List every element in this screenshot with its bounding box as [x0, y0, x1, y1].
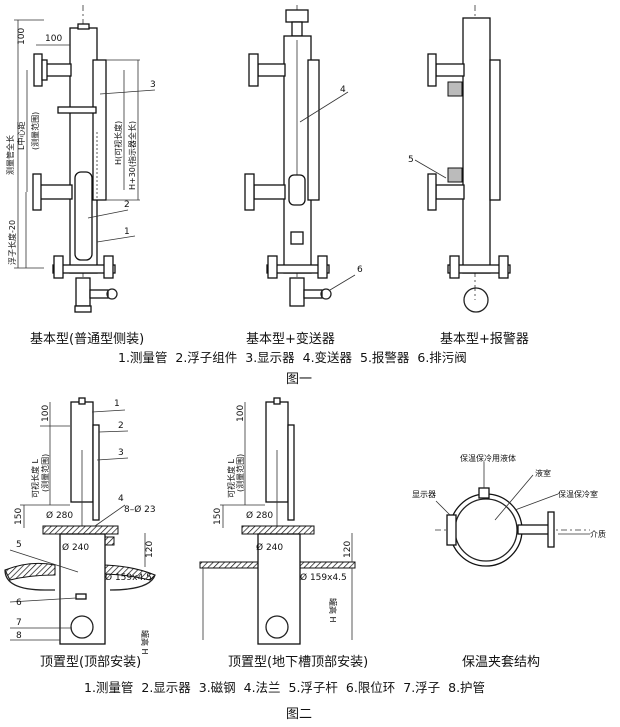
insulation-jacket-drawing: 显示器 保温保冷用液体 液室 保温保冷室 介质 — [412, 453, 606, 567]
callout-8: 8 — [16, 631, 22, 641]
caption-basic-side: 基本型(普通型侧装) — [30, 332, 144, 347]
dim-phi240-b: Ø 240 — [256, 542, 283, 553]
caption-underground-top-mount: 顶置型(地下槽顶部安装) — [228, 655, 368, 670]
label-chamber: 液室 — [535, 468, 551, 478]
dim-range: (测量范围) — [30, 112, 40, 150]
basic-with-transmitter-drawing: 4 6 — [244, 5, 363, 307]
caption-basic-transmitter: 基本型+变送器 — [246, 331, 335, 347]
underground-top-mount-drawing: 100 可视长度 L (测量范围) 150 Ø 280 Ø 240 120 Ø … — [199, 397, 356, 645]
callout-1: 1 — [114, 399, 120, 409]
label-medium: 介质 — [590, 529, 606, 539]
dim-phi240: Ø 240 — [62, 542, 89, 553]
dim-phi280-b: Ø 280 — [246, 510, 273, 521]
dim-visible-L: 可视长度 L — [30, 458, 40, 498]
callout-3: 3 — [150, 80, 156, 90]
caption-jacket: 保温夹套结构 — [462, 654, 540, 670]
label-fluid: 保温保冷用液体 — [460, 453, 516, 463]
callout-3: 3 — [118, 448, 124, 458]
callout-5: 5 — [16, 540, 22, 550]
callout-4: 4 — [118, 494, 124, 504]
dim-120-b: 120 — [343, 541, 353, 558]
dim-tank-H: 罐高 H — [140, 630, 150, 655]
dim-indicator-length: H+30(指示器全长) — [127, 121, 137, 190]
basic-with-alarm-drawing: 5 — [408, 5, 511, 313]
dim-100-vertical: 100 — [17, 28, 27, 45]
dim-100: 100 — [41, 405, 51, 422]
top-mount-drawing: 100 可视长度 L (测量范围) 150 Ø 280 8–Ø 23 Ø 240… — [4, 397, 156, 655]
dim-float-length: 浮子长度-20 — [7, 220, 17, 265]
dim-center-distance: L中心距 — [16, 122, 26, 150]
dim-pipe-b: Ø 159x4.5 — [300, 572, 347, 583]
dim-tank-H-b: 罐高 H — [328, 598, 338, 623]
basic-side-mount-drawing: 100 100 测量管全长 L中心距 (测量范围) H(可视长度) H+30(指… — [5, 5, 156, 313]
dim-150-b: 150 — [213, 508, 223, 525]
dim-pipe: Ø 159x4.5 — [105, 572, 152, 583]
figure1-legend: 1.测量管 2.浮子组件 3.显示器 4.变送器 5.报警器 6.排污阀 — [118, 350, 467, 365]
callout-7: 7 — [16, 618, 22, 628]
dim-visible-length: H(可视长度) — [113, 121, 123, 165]
callout-5: 5 — [408, 155, 414, 165]
callout-1: 1 — [124, 227, 130, 237]
callout-2: 2 — [124, 200, 130, 210]
dim-visible-L-b: 可视长度 L — [226, 458, 236, 498]
callout-4: 4 — [340, 85, 346, 95]
dim-total-length: 测量管全长 — [5, 135, 15, 175]
callout-2: 2 — [118, 421, 124, 431]
dim-range-b: (测量范围) — [235, 454, 245, 492]
caption-basic-alarm: 基本型+报警器 — [440, 331, 529, 347]
dim-phi280: Ø 280 — [46, 510, 73, 521]
dim-100: 100 — [45, 34, 62, 44]
label-display: 显示器 — [412, 490, 436, 499]
dim-holes: 8–Ø 23 — [124, 504, 156, 515]
callout-6: 6 — [16, 598, 22, 608]
dim-120: 120 — [145, 541, 155, 558]
figure2-legend: 1.测量管 2.显示器 3.磁钢 4.法兰 5.浮子杆 6.限位环 7.浮子 8… — [84, 680, 485, 695]
label-jacket-room: 保温保冷室 — [558, 489, 598, 499]
figure2-title: 图二 — [286, 707, 312, 722]
callout-6: 6 — [357, 265, 363, 275]
figure1-title: 图一 — [286, 372, 312, 387]
dim-100-b: 100 — [236, 405, 246, 422]
dim-150: 150 — [14, 508, 24, 525]
dim-range: (测量范围) — [40, 454, 50, 492]
caption-top-mount: 顶置型(顶部安装) — [40, 655, 141, 670]
